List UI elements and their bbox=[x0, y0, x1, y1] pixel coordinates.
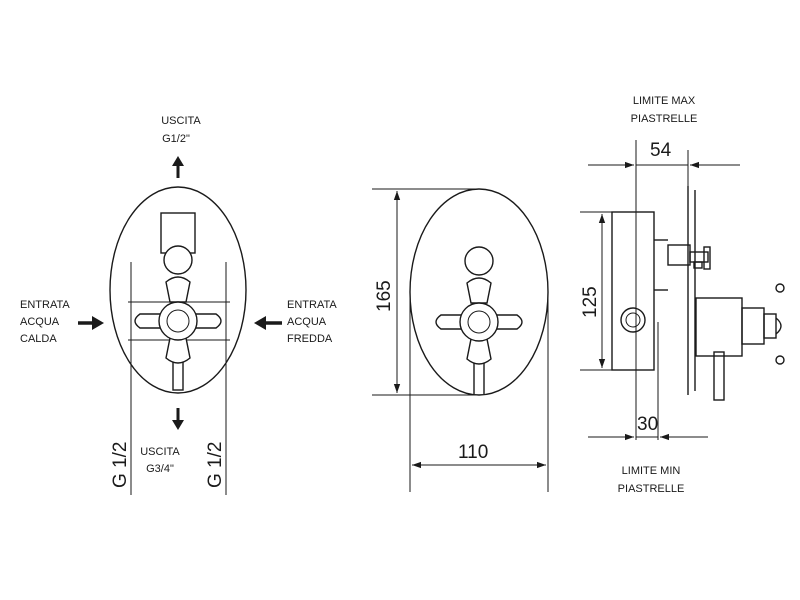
side-view: 54 LIMITE MAX PIASTRELLE 125 30 LIMITE M… bbox=[580, 95, 785, 495]
cold-inlet-label-2: ACQUA bbox=[287, 316, 327, 328]
dim-height-label: 125 bbox=[580, 286, 601, 318]
cross-handle bbox=[134, 276, 222, 364]
diverter-knob bbox=[163, 245, 193, 275]
mid-diverter-knob bbox=[464, 246, 494, 276]
height-dim-label: 165 bbox=[374, 280, 395, 312]
hot-inlet-label-1: ENTRATA bbox=[20, 299, 70, 311]
thread-right-label: G 1/2 bbox=[205, 442, 226, 488]
valve-body bbox=[611, 211, 655, 371]
hot-inlet-label-2: ACQUA bbox=[20, 316, 60, 328]
outlet-bottom-arrow bbox=[172, 408, 184, 430]
side-spout-stem bbox=[713, 351, 725, 401]
cold-inlet-label-3: FREDDA bbox=[287, 333, 333, 345]
cold-inlet-label-1: ENTRATA bbox=[287, 299, 337, 311]
mid-cross-handle bbox=[435, 277, 523, 365]
outlet-bottom-label-2: G3/4" bbox=[146, 463, 174, 475]
outlet-bottom-label-1: USCITA bbox=[140, 446, 180, 458]
hot-inlet-arrow bbox=[78, 316, 104, 330]
outlet-top-label-2: G1/2" bbox=[162, 133, 190, 145]
mid-view: 165 110 bbox=[372, 188, 549, 492]
front-view: USCITA G1/2" ENTRATA ACQUA CALDA ENTRATA… bbox=[20, 115, 337, 495]
dim-top-label: 54 bbox=[650, 140, 672, 161]
outlet-top-label-1: USCITA bbox=[161, 115, 201, 127]
min-tiles-label-1: LIMITE MIN bbox=[622, 465, 681, 477]
hot-inlet-label-3: CALDA bbox=[20, 333, 57, 345]
max-tiles-label-1: LIMITE MAX bbox=[633, 95, 696, 107]
max-tiles-label-2: PIASTRELLE bbox=[631, 113, 698, 125]
outlet-top-arrow bbox=[172, 156, 184, 178]
front-wall-plate bbox=[109, 186, 247, 394]
thread-left-label: G 1/2 bbox=[110, 442, 131, 488]
cold-inlet-arrow bbox=[254, 316, 282, 330]
min-tiles-label-2: PIASTRELLE bbox=[618, 483, 685, 495]
mid-wall-plate bbox=[409, 188, 549, 396]
width-dim-label: 110 bbox=[458, 442, 488, 463]
dim-bottom-label: 30 bbox=[637, 414, 658, 435]
